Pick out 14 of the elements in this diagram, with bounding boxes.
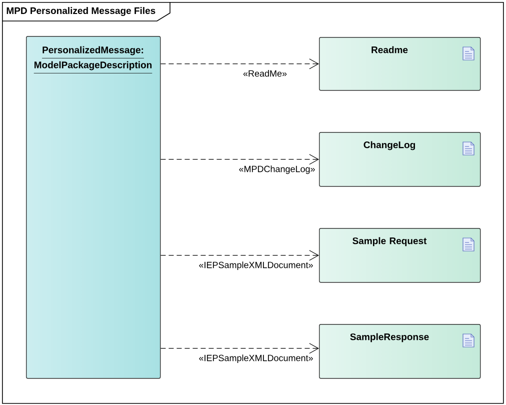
dependency-arrow bbox=[160, 154, 319, 165]
edge-label: «MPDChangeLog» bbox=[238, 164, 316, 175]
edge-label: «IEPSampleXMLDocument» bbox=[198, 260, 314, 271]
class-box: PersonalizedMessage: ModelPackageDescription bbox=[26, 36, 161, 379]
artifact-box: Readme bbox=[319, 37, 481, 91]
edge-label: «ReadMe» bbox=[242, 69, 288, 78]
frame-tab: MPD Personalized Message Files bbox=[2, 2, 170, 22]
dependency-arrow bbox=[160, 58, 319, 70]
artifact-box: SampleResponse bbox=[319, 324, 481, 379]
edge-label: «IEPSampleXMLDocument» bbox=[198, 354, 314, 364]
artifact-box: Sample Request bbox=[319, 228, 481, 283]
dependency-arrow bbox=[160, 250, 319, 261]
artifact-box: ChangeLog bbox=[319, 132, 481, 187]
dependency-arrow bbox=[160, 343, 319, 354]
